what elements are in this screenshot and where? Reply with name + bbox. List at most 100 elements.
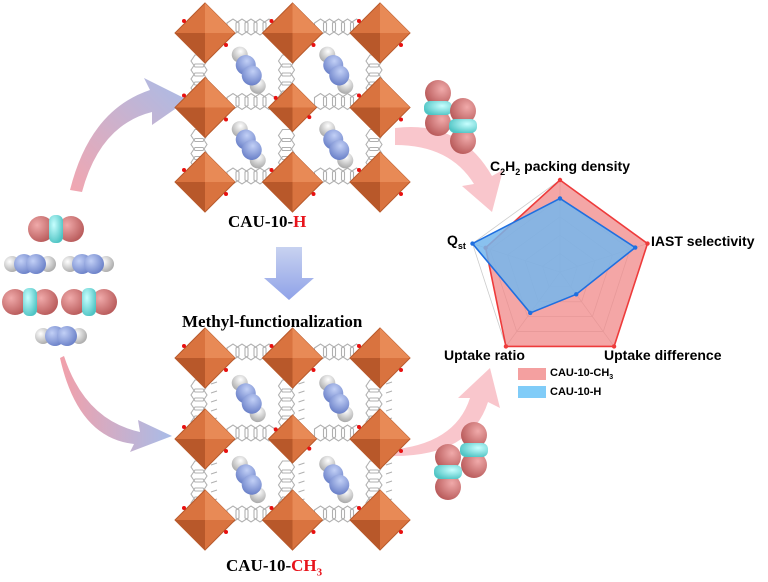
oxygen-atom	[307, 446, 312, 451]
cluster-face	[350, 439, 380, 469]
oxygen-atom	[357, 344, 361, 348]
cluster-face	[205, 409, 235, 439]
linker	[277, 478, 296, 492]
methyl-group	[298, 462, 305, 466]
oxygen-atom	[224, 368, 228, 372]
methyl-group	[210, 489, 218, 493]
linker	[277, 63, 296, 77]
linker	[244, 505, 258, 523]
c2h2-molecule	[4, 254, 56, 274]
linker	[277, 137, 296, 152]
c2h2-molecule	[231, 121, 266, 169]
cluster-face	[380, 490, 410, 520]
c2h2-molecule	[319, 374, 354, 423]
linker	[244, 92, 258, 111]
methyl-group	[385, 381, 393, 385]
cluster-face	[205, 77, 235, 108]
linker	[190, 63, 208, 77]
linker	[322, 18, 337, 36]
carbon-atom	[329, 393, 350, 414]
methyl-group	[210, 471, 218, 475]
linker	[322, 92, 337, 111]
gas-molecules	[2, 80, 488, 500]
carbon-atom	[82, 288, 96, 316]
linker	[190, 388, 208, 402]
methyl-group	[385, 489, 393, 493]
oxygen-atom	[311, 192, 316, 196]
methyl-group	[385, 462, 393, 466]
cluster-face	[175, 33, 205, 63]
oxygen-atom	[224, 530, 228, 534]
methyl-group	[210, 399, 218, 403]
carbon-atom	[241, 139, 262, 160]
cluster-face	[262, 520, 293, 550]
co2-molecule	[460, 422, 488, 478]
oxygen-atom	[357, 506, 361, 510]
linker	[244, 167, 258, 185]
cluster-face	[380, 328, 410, 358]
linker	[244, 343, 258, 361]
linker	[244, 18, 258, 36]
cluster-face	[292, 152, 323, 182]
cluster-face	[262, 33, 293, 63]
cluster-face	[175, 182, 205, 212]
linker	[365, 137, 383, 152]
linker	[235, 424, 249, 442]
oxygen-atom	[461, 452, 487, 478]
oxygen-atom	[269, 168, 274, 172]
oxygen-atom	[399, 43, 403, 47]
oxygen-atom	[273, 95, 278, 100]
oxygen-atom	[450, 128, 476, 154]
label-methyl-functionalization: Methyl-functionalization	[182, 312, 363, 331]
oxygen-atom	[399, 530, 403, 534]
linker	[365, 63, 383, 77]
cluster-face	[175, 520, 205, 550]
label-base: CAU-10-	[228, 212, 294, 231]
c2h2-molecule	[231, 374, 266, 423]
methyl-group	[298, 408, 305, 412]
cluster-face	[292, 3, 323, 33]
oxygen-atom	[269, 19, 274, 23]
oxygen-atom	[450, 98, 476, 124]
oxygen-atom	[399, 449, 403, 453]
methyl-group	[298, 399, 305, 403]
methyl-group	[210, 390, 218, 394]
linker	[235, 505, 249, 523]
radar-point	[470, 241, 475, 246]
radar-point	[633, 245, 638, 250]
oxygen-atom	[224, 449, 228, 453]
oxygen-atom	[425, 110, 451, 136]
oxygen-atom	[399, 117, 403, 122]
carbon-atom	[23, 288, 37, 316]
linker	[190, 478, 208, 492]
carbon-atom	[329, 474, 350, 495]
co2-molecule	[2, 288, 58, 316]
methyl-group	[385, 408, 393, 412]
oxygen-atom	[273, 427, 278, 432]
methyl-group	[210, 462, 218, 466]
label-cau10-h: CAU-10-H	[228, 212, 306, 232]
linker	[365, 388, 383, 402]
methyl-group	[210, 480, 218, 484]
methyl-group	[385, 399, 393, 403]
linker	[331, 167, 346, 185]
linker	[365, 397, 383, 411]
carbon-atom	[460, 443, 488, 457]
cluster-face	[175, 358, 205, 388]
methyl-group	[298, 471, 305, 475]
mof-structure-cau10-h	[174, 2, 411, 213]
cluster-face	[380, 3, 410, 33]
legend-swatch-red	[518, 368, 546, 380]
linker	[365, 469, 383, 483]
c2h2-molecule	[231, 455, 266, 504]
oxygen-atom	[425, 80, 451, 106]
oxygen-atom	[182, 344, 186, 348]
oxygen-atom	[357, 93, 361, 98]
c2h2-molecule	[35, 326, 87, 346]
oxygen-atom	[28, 216, 54, 242]
linker	[190, 137, 208, 152]
radar-point	[645, 241, 650, 246]
oxygen-atom	[182, 19, 186, 23]
oxygen-atom	[461, 422, 487, 448]
